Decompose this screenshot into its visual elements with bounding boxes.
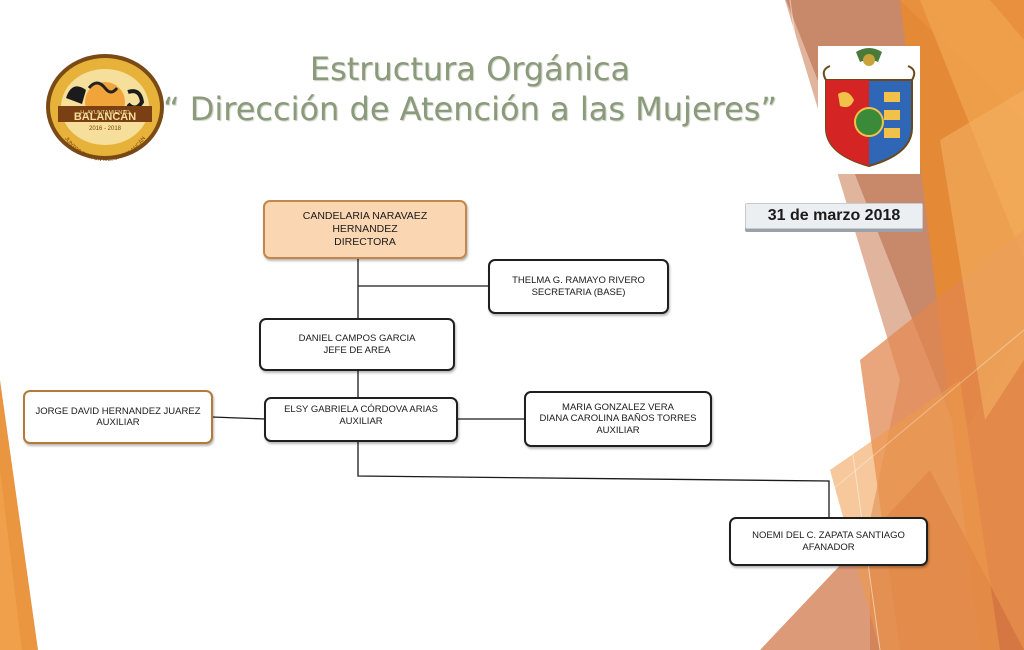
- org-node-auxiliar-maria-diana: MARIA GONZALEZ VERA DIANA CAROLINA BAÑOS…: [524, 391, 712, 447]
- svg-text:H. AYUNTAMIENTO: H. AYUNTAMIENTO: [80, 110, 130, 116]
- node-name: JORGE DAVID HERNANDEZ JUAREZ: [35, 405, 201, 417]
- org-node-secretaria: THELMA G. RAMAYO RIVERO SECRETARIA (BASE…: [488, 259, 669, 314]
- node-role: AUXILIAR: [596, 424, 640, 436]
- node-name-line1: CANDELARIA NARAVAEZ: [302, 210, 428, 222]
- org-node-auxiliar-elsy: ELSY GABRIELA CÓRDOVA ARIAS AUXILIAR: [264, 397, 458, 442]
- node-name: THELMA G. RAMAYO RIVERO: [512, 275, 645, 286]
- node-name: ELSY GABRIELA CÓRDOVA ARIAS: [284, 404, 438, 415]
- node-name-1: MARIA GONZALEZ VERA: [562, 401, 674, 413]
- node-name: NOEMI DEL C. ZAPATA SANTIAGO: [752, 530, 905, 541]
- org-node-director: CANDELARIA NARAVAEZ HERNANDEZ DIRECTORA: [263, 200, 467, 259]
- node-role: SECRETARIA (BASE): [531, 286, 626, 298]
- tabasco-coat-of-arms: [818, 46, 920, 174]
- org-node-auxiliar-jorge: JORGE DAVID HERNANDEZ JUAREZ AUXILIAR: [23, 390, 213, 444]
- date-banner: 31 de marzo 2018: [745, 203, 923, 229]
- node-role: AUXILIAR: [339, 415, 383, 427]
- node-role: JEFE DE AREA: [323, 344, 391, 356]
- svg-text:2016 - 2018: 2016 - 2018: [89, 126, 122, 132]
- node-role: AUXILIAR: [96, 417, 140, 428]
- svg-text:BALANCÁN: BALANCÁN: [74, 110, 136, 123]
- node-name-2: DIANA CAROLINA BAÑOS TORRES: [539, 413, 697, 425]
- node-role: DIRECTORA: [334, 236, 396, 248]
- page-title-line1: Estructura Orgánica: [309, 50, 631, 88]
- balancan-seal-icon: H. AYUNTAMIENTO BALANCÁN 2016 - 2018 JUN…: [46, 54, 164, 163]
- balancan-logo: H. AYUNTAMIENTO BALANCÁN 2016 - 2018 JUN…: [44, 52, 166, 163]
- org-node-jefe-de-area: DANIEL CAMPOS GARCIA JEFE DE AREA: [259, 318, 455, 371]
- node-name: DANIEL CAMPOS GARCIA: [298, 333, 416, 344]
- node-name-line2: HERNANDEZ: [332, 223, 398, 235]
- org-node-afanador: NOEMI DEL C. ZAPATA SANTIAGO AFANADOR: [729, 517, 928, 566]
- node-role: AFANADOR: [802, 541, 855, 553]
- page-title-line2: “ Dirección de Atención a las Mujeres”: [162, 90, 778, 128]
- tabasco-coat-of-arms-icon: [822, 48, 916, 168]
